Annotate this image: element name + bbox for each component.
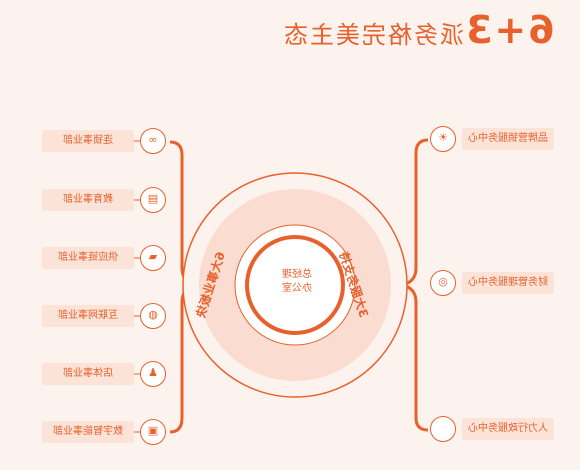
left-item-1[interactable]: 连锁事业部 — [42, 130, 134, 152]
blank-icon — [430, 416, 456, 442]
book-icon: ▤ — [140, 187, 166, 213]
left-item-6[interactable]: 数字智能事业部 — [42, 421, 134, 443]
center-label: 总经理 办公室 — [282, 269, 312, 294]
right-item-1[interactable]: 品牌营销服务中心 — [462, 128, 554, 150]
right-item-2[interactable]: 财务管理服务中心 — [462, 272, 554, 294]
center-circle — [245, 235, 345, 335]
left-item-5[interactable]: 店体事业部 — [42, 363, 134, 385]
link-icon: ∞ — [140, 128, 166, 154]
digital-icon: ▣ — [140, 419, 166, 445]
truck-icon: ▰ — [140, 245, 166, 271]
left-item-2[interactable]: 教育事业部 — [42, 189, 134, 211]
lightbulb-icon: ☀ — [430, 126, 456, 152]
people-icon: ♟ — [140, 361, 166, 387]
right-item-3[interactable]: 人力行政服务中心 — [462, 418, 554, 440]
left-item-4[interactable]: 互联网事业部 — [42, 305, 134, 327]
finance-icon: ◎ — [430, 270, 456, 296]
left-item-3[interactable]: 供应链事业部 — [42, 247, 134, 269]
globe-icon: ◍ — [140, 303, 166, 329]
